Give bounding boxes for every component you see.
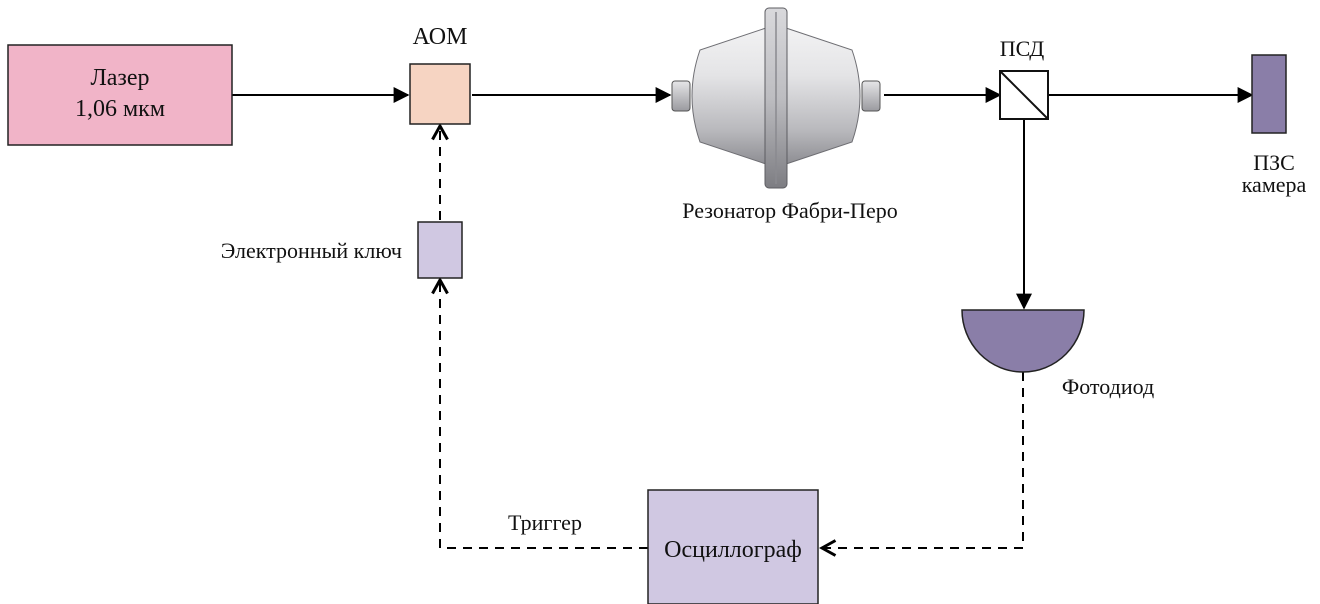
ccd-camera-label-line2: камера — [1242, 172, 1307, 197]
resonator-body-right — [785, 27, 861, 165]
electronic-switch-label: Электронный ключ — [221, 238, 402, 263]
photodiode-shape — [961, 309, 1085, 373]
resonator-body-left — [691, 27, 767, 165]
resonator-port-right — [861, 80, 881, 112]
laser-box — [7, 44, 233, 146]
aom[interactable]: АОМ — [409, 24, 471, 125]
fabry-perot-resonator[interactable]: Резонатор Фабри-Перо — [671, 7, 898, 223]
aom-label: АОМ — [413, 24, 468, 50]
aom-box — [409, 63, 471, 125]
ccd-camera-label-line1: ПЗС — [1253, 150, 1295, 175]
photodiode-label: Фотодиод — [1062, 374, 1154, 399]
pbs-diagonal — [999, 70, 1049, 120]
trigger-label: Триггер — [508, 510, 582, 535]
resonator-label: Резонатор Фабри-Перо — [682, 198, 897, 223]
pbs-label: ПСД — [1000, 36, 1044, 61]
oscilloscope[interactable]: Осциллограф — [647, 489, 819, 604]
oscilloscope-label: Осциллограф — [664, 537, 802, 563]
oscilloscope-box — [647, 489, 819, 604]
ccd-camera-box — [1251, 54, 1287, 134]
signal-photodiode-to-oscilloscope — [822, 372, 1024, 548]
photodiode[interactable]: Фотодиод — [961, 309, 1154, 399]
laser[interactable]: Лазер 1,06 мкм — [7, 44, 233, 146]
signal-trigger-to-switch — [440, 280, 648, 549]
electronic-switch-box — [417, 221, 463, 279]
laser-label-line2: 1,06 мкм — [75, 96, 165, 122]
polarizing-beam-splitter[interactable]: ПСД — [999, 36, 1049, 120]
laser-label-line1: Лазер — [90, 65, 149, 91]
resonator-port-left — [671, 80, 691, 112]
ccd-camera[interactable]: ПЗС камера — [1242, 54, 1307, 197]
electronic-switch[interactable]: Электронный ключ — [221, 221, 463, 279]
